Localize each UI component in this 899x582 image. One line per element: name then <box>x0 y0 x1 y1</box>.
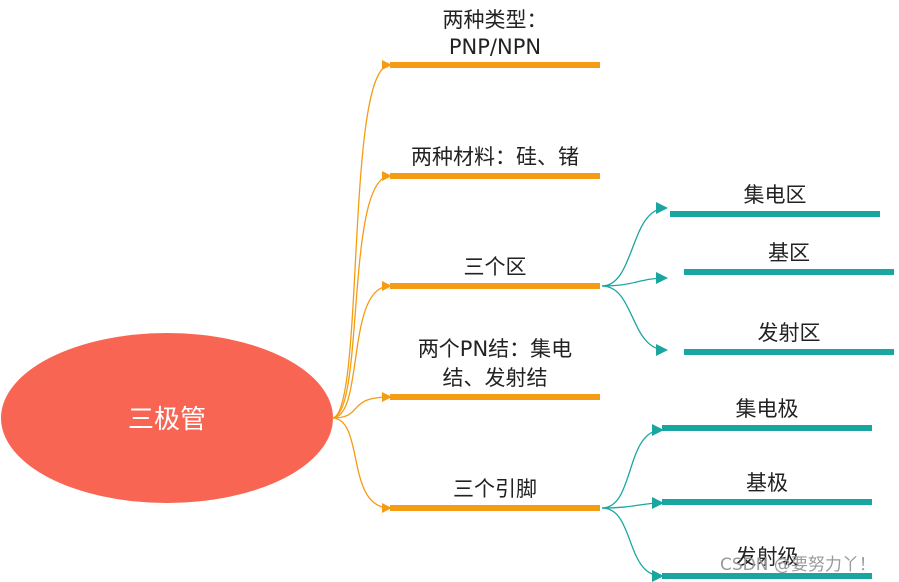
branch-bar-3[interactable] <box>390 394 600 400</box>
pin-bar-2[interactable] <box>662 573 872 579</box>
qu-child-1: 基区 <box>768 241 810 265</box>
branch-bar-0[interactable] <box>390 62 600 68</box>
connector-pin-2 <box>601 507 664 582</box>
connector-pin-1 <box>601 497 664 510</box>
connector-branch-3 <box>331 392 392 419</box>
connector-pin-0 <box>601 424 664 509</box>
connector-qu-2 <box>601 285 668 356</box>
connector-branch-1 <box>331 171 392 419</box>
branch-bar-2[interactable] <box>390 283 600 289</box>
qu-child-0: 集电区 <box>743 183 807 207</box>
pin-child-0: 集电极 <box>735 397 799 421</box>
branch-bar-4[interactable] <box>390 505 600 511</box>
pin-bar-1[interactable] <box>662 499 872 505</box>
root-label: 三极管 <box>127 405 206 435</box>
connector-branch-4 <box>331 417 392 513</box>
branch-3-line-0: 两个PN结：集电 <box>417 337 573 361</box>
connector-qu-0 <box>601 202 668 287</box>
connector-branch-2 <box>331 281 392 419</box>
qu-bar-2[interactable] <box>684 349 894 355</box>
branch-3-line-1: 结、发射结 <box>442 366 548 390</box>
branch-bar-1[interactable] <box>390 173 600 179</box>
connector-qu-1 <box>601 272 668 287</box>
branch-4-line-0: 三个引脚 <box>453 477 537 501</box>
branch-1-line-0: 两种材料：硅、锗 <box>411 145 579 169</box>
branch-0-line-0: 两种类型： <box>442 8 548 32</box>
pin-child-2: 发射级 <box>735 545 799 569</box>
branch-2-line-0: 三个区 <box>463 255 527 279</box>
watermark: CSDN @要努力丫！ <box>720 555 876 575</box>
qu-bar-0[interactable] <box>670 211 880 217</box>
root-node[interactable] <box>1 333 333 503</box>
branch-0-line-1: PNP/NPN <box>448 35 542 59</box>
pin-child-1: 基极 <box>746 471 788 495</box>
qu-bar-1[interactable] <box>684 269 894 275</box>
pin-bar-0[interactable] <box>662 425 872 431</box>
qu-child-2: 发射区 <box>757 321 821 345</box>
connector-branch-0 <box>331 60 392 419</box>
